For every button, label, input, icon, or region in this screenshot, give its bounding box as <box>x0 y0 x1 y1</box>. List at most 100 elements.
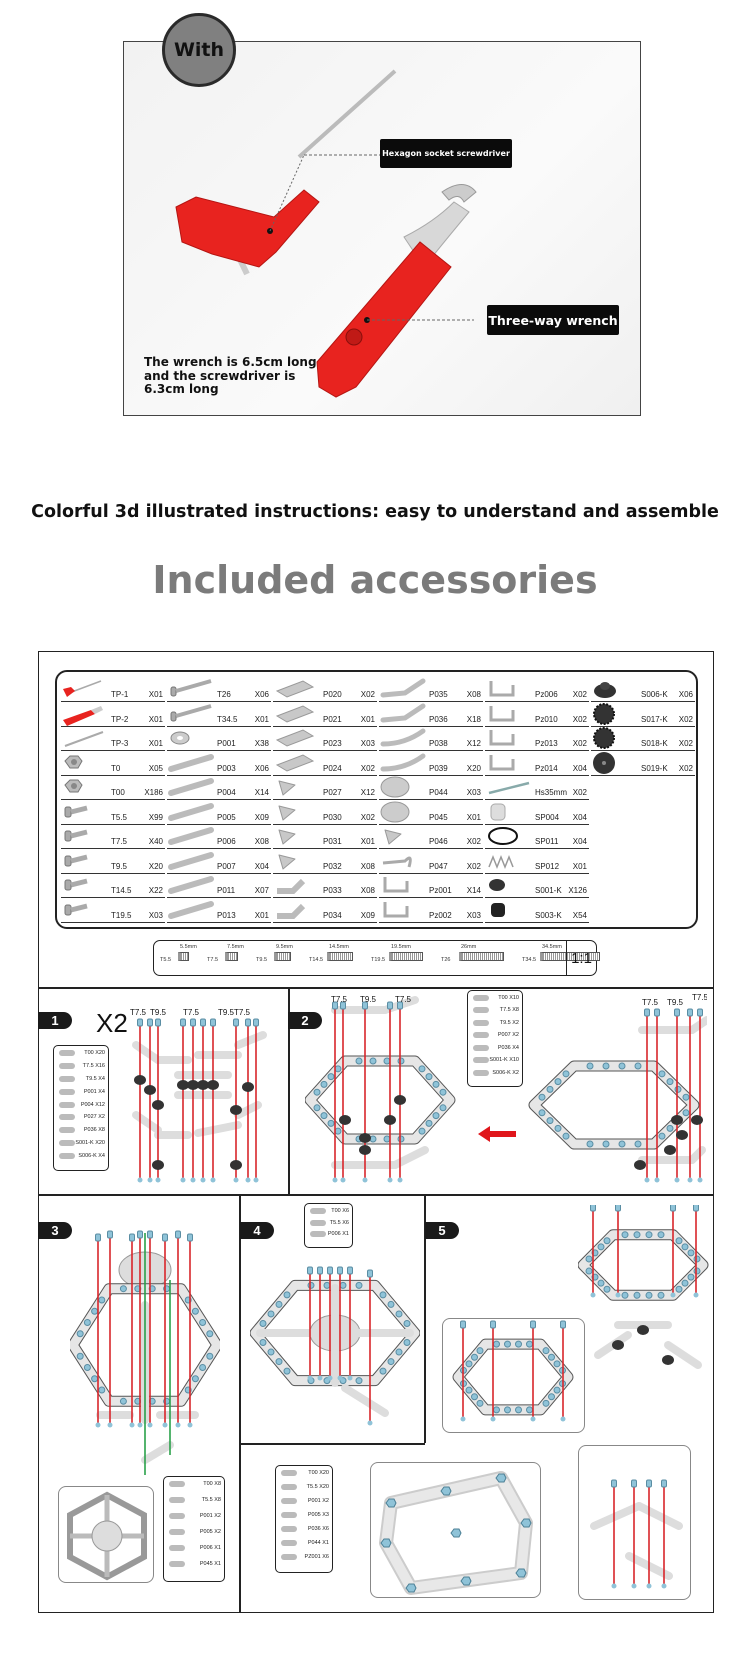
part-code: T7.5 <box>111 837 128 846</box>
strip-part <box>194 1121 242 1137</box>
bolt-nut <box>334 1065 342 1073</box>
part-code: T5.5 <box>111 812 128 822</box>
nut <box>347 1375 353 1381</box>
part-code: P032 <box>323 861 342 871</box>
nut <box>137 1177 143 1183</box>
screw <box>693 1205 699 1212</box>
tire-icon <box>594 682 616 698</box>
step-part-item: P044 X1 <box>307 1540 329 1546</box>
screw <box>147 1230 153 1239</box>
rubber-spacer <box>359 1145 371 1155</box>
step-5-detail-inset <box>442 1318 585 1433</box>
screw <box>674 1008 680 1017</box>
nut <box>490 1416 496 1422</box>
part-code: S017-K <box>641 714 668 724</box>
nut <box>337 1375 343 1381</box>
bolt-nut <box>275 1358 283 1366</box>
rubber-spacer <box>676 1130 688 1140</box>
bolt-nut <box>542 1399 550 1407</box>
bolt-nut <box>666 1078 674 1086</box>
bolt-nut <box>403 1339 411 1347</box>
bolt-nut <box>418 1065 426 1073</box>
bolt-nut <box>439 1104 447 1112</box>
rod-icon <box>488 781 530 795</box>
part-code: P013 <box>217 910 236 920</box>
step-part-icon <box>310 1208 326 1214</box>
strip-part <box>664 1341 702 1369</box>
part-quantity: X03 <box>148 910 163 920</box>
bolt-nut <box>471 1393 478 1401</box>
rubber-spacer <box>384 1115 396 1125</box>
screw-length: 14.5mm <box>329 944 349 950</box>
step-part-item: P036 X8 <box>83 1127 105 1134</box>
part-quantity: X02 <box>572 788 587 797</box>
hex-nut <box>460 1576 472 1586</box>
screw <box>107 1230 113 1239</box>
bolt-nut <box>681 1243 689 1251</box>
step-part-icon <box>473 1032 489 1039</box>
screw <box>180 1018 186 1027</box>
part-code: P011 <box>217 886 236 895</box>
nut <box>611 1583 617 1589</box>
part-quantity: X99 <box>148 812 163 822</box>
nut <box>307 1375 313 1381</box>
bolt-nut <box>562 1132 570 1140</box>
bolt-nut <box>323 1281 331 1289</box>
bolt-nut <box>554 1078 562 1086</box>
step-part-item: P001 X2 <box>307 1498 329 1504</box>
rubber-spacer <box>637 1325 649 1335</box>
nut <box>210 1177 216 1183</box>
part-code: P038 <box>429 739 448 748</box>
accessories-heading: Included accessories <box>152 558 598 602</box>
part-code: TP-1 <box>111 690 129 699</box>
rubber-spacer <box>230 1105 242 1115</box>
screw <box>590 1205 596 1212</box>
bolt-nut <box>471 1353 478 1361</box>
nut <box>560 1416 566 1422</box>
triangle-plate-icon <box>384 829 402 845</box>
with-badge: With <box>162 13 236 87</box>
strip-icon <box>168 876 214 894</box>
bolt-nut <box>267 1348 275 1356</box>
bolt-nut <box>554 1124 562 1132</box>
part-quantity: X03 <box>466 788 481 797</box>
bolt-nut <box>657 1291 665 1299</box>
bolt-nut <box>307 1281 315 1289</box>
nut <box>674 1177 680 1183</box>
bolt-nut <box>403 1319 411 1327</box>
bolt-nut <box>98 1296 106 1304</box>
bolt-nut <box>546 1085 554 1093</box>
bolt-nut <box>327 1073 335 1081</box>
part-quantity: X09 <box>360 910 375 920</box>
bolt-nut <box>645 1231 653 1239</box>
screw-label: T9.5 <box>360 995 377 1004</box>
screw <box>670 1205 676 1212</box>
bolt-nut <box>586 1062 594 1070</box>
bolt-nut <box>83 1364 91 1372</box>
strip-icon <box>168 827 214 845</box>
bent-strip-icon <box>380 703 426 722</box>
nut <box>155 1177 161 1183</box>
screw-icon <box>64 854 88 866</box>
bolt-nut <box>645 1291 653 1299</box>
step-part-item: T00 X8 <box>203 1481 221 1487</box>
part-code: P044 <box>429 788 448 797</box>
part-code: T26 <box>217 690 231 699</box>
strip-icon <box>168 753 214 772</box>
step-part-item: T9.5 X4 <box>85 1075 105 1082</box>
part-code: P003 <box>217 763 236 773</box>
gear-icon <box>593 727 615 749</box>
wrench-icon <box>63 705 103 726</box>
step-part-item: T9.5 X2 <box>499 1019 519 1026</box>
divider <box>38 987 714 989</box>
part-code: S019-K <box>641 763 668 773</box>
nut <box>615 1292 621 1298</box>
